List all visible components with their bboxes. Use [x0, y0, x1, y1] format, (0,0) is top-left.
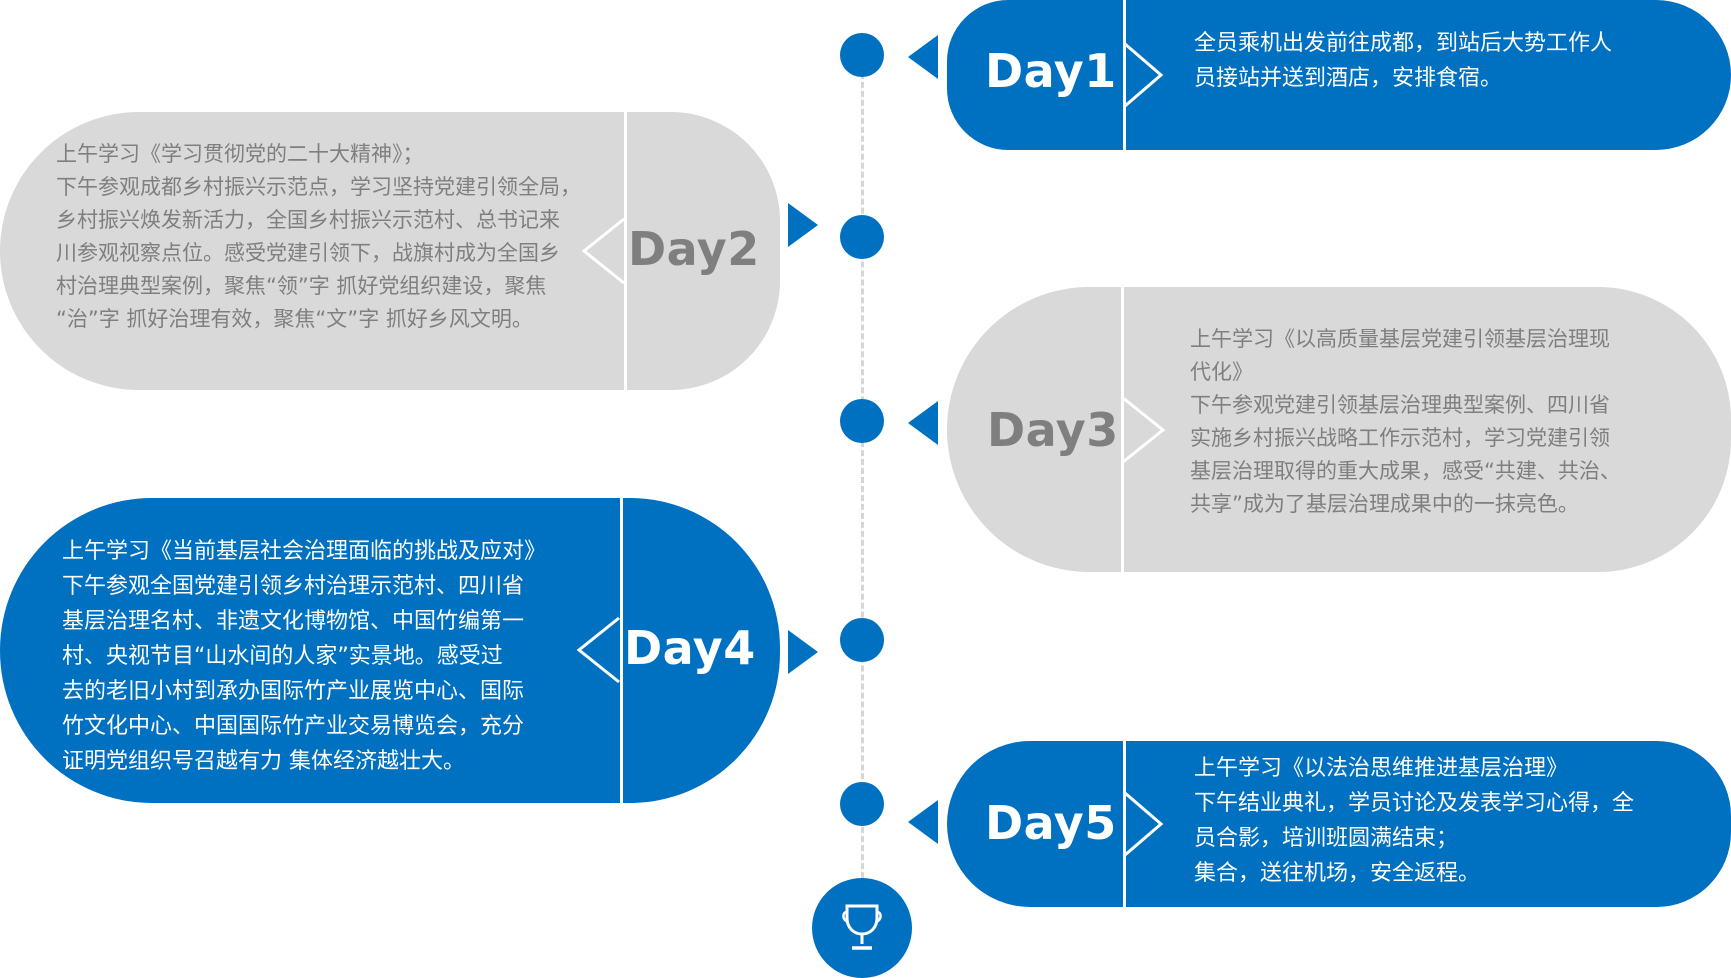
chevron-right-icon [1122, 396, 1166, 464]
pointer-day3 [908, 401, 938, 445]
day3-description: 上午学习《以高质量基层党建引领基层治理现 代化》 下午参观党建引领基层治理典型案… [1190, 327, 1621, 516]
timeline-line [861, 55, 864, 905]
day3-divider [1121, 287, 1124, 572]
day2-description: 上午学习《学习贯彻党的二十大精神》； 下午参观成都乡村振兴示范点，学习坚持党建引… [56, 142, 581, 331]
day3-card: Day3 上午学习《以高质量基层党建引领基层治理现 代化》 下午参观党建引领基层… [947, 287, 1731, 572]
timeline-dot-day2 [840, 215, 884, 259]
pointer-day1 [908, 35, 938, 79]
day5-label: Day5 [985, 796, 1117, 850]
day2-divider [624, 112, 627, 390]
chevron-left-icon [576, 616, 620, 684]
timeline-dot-day3 [840, 399, 884, 443]
day2-card: 上午学习《学习贯彻党的二十大精神》； 下午参观成都乡村振兴示范点，学习坚持党建引… [0, 112, 780, 390]
day1-description: 全员乘机出发前往成都，到站后大势工作人 员接站并送到酒店，安排食宿。 [1194, 31, 1613, 91]
day5-description: 上午学习《以法治思维推进基层治理》 下午结业典礼，学员讨论及发表学习心得，全 员… [1194, 756, 1635, 886]
day4-divider [620, 498, 623, 803]
day1-label: Day1 [985, 44, 1117, 98]
day1-divider [1123, 0, 1126, 150]
day4-card: 上午学习《当前基层社会治理面临的挑战及应对》 下午参观全国党建引领乡村治理示范村… [0, 498, 780, 803]
day2-label: Day2 [628, 222, 760, 276]
pointer-day2 [788, 203, 818, 247]
pointer-day5 [908, 800, 938, 844]
chevron-right-icon [1124, 791, 1164, 857]
timeline-dot-day4 [840, 618, 884, 662]
day5-card: Day5 上午学习《以法治思维推进基层治理》 下午结业典礼，学员讨论及发表学习心… [947, 741, 1731, 907]
day1-card: Day1 全员乘机出发前往成都，到站后大势工作人 员接站并送到酒店，安排食宿。 [947, 0, 1731, 150]
pointer-day4 [788, 630, 818, 674]
day4-description: 上午学习《当前基层社会治理面临的挑战及应对》 下午参观全国党建引领乡村治理示范村… [62, 539, 547, 774]
timeline-end-marker [812, 878, 912, 978]
timeline-dot-day1 [840, 33, 884, 77]
day4-label: Day4 [624, 621, 756, 675]
timeline-dot-day5 [840, 782, 884, 826]
day3-label: Day3 [987, 403, 1119, 457]
trophy-icon [842, 904, 882, 950]
chevron-right-icon [1124, 42, 1164, 108]
chevron-left-icon [581, 217, 625, 285]
day5-divider [1123, 741, 1126, 907]
